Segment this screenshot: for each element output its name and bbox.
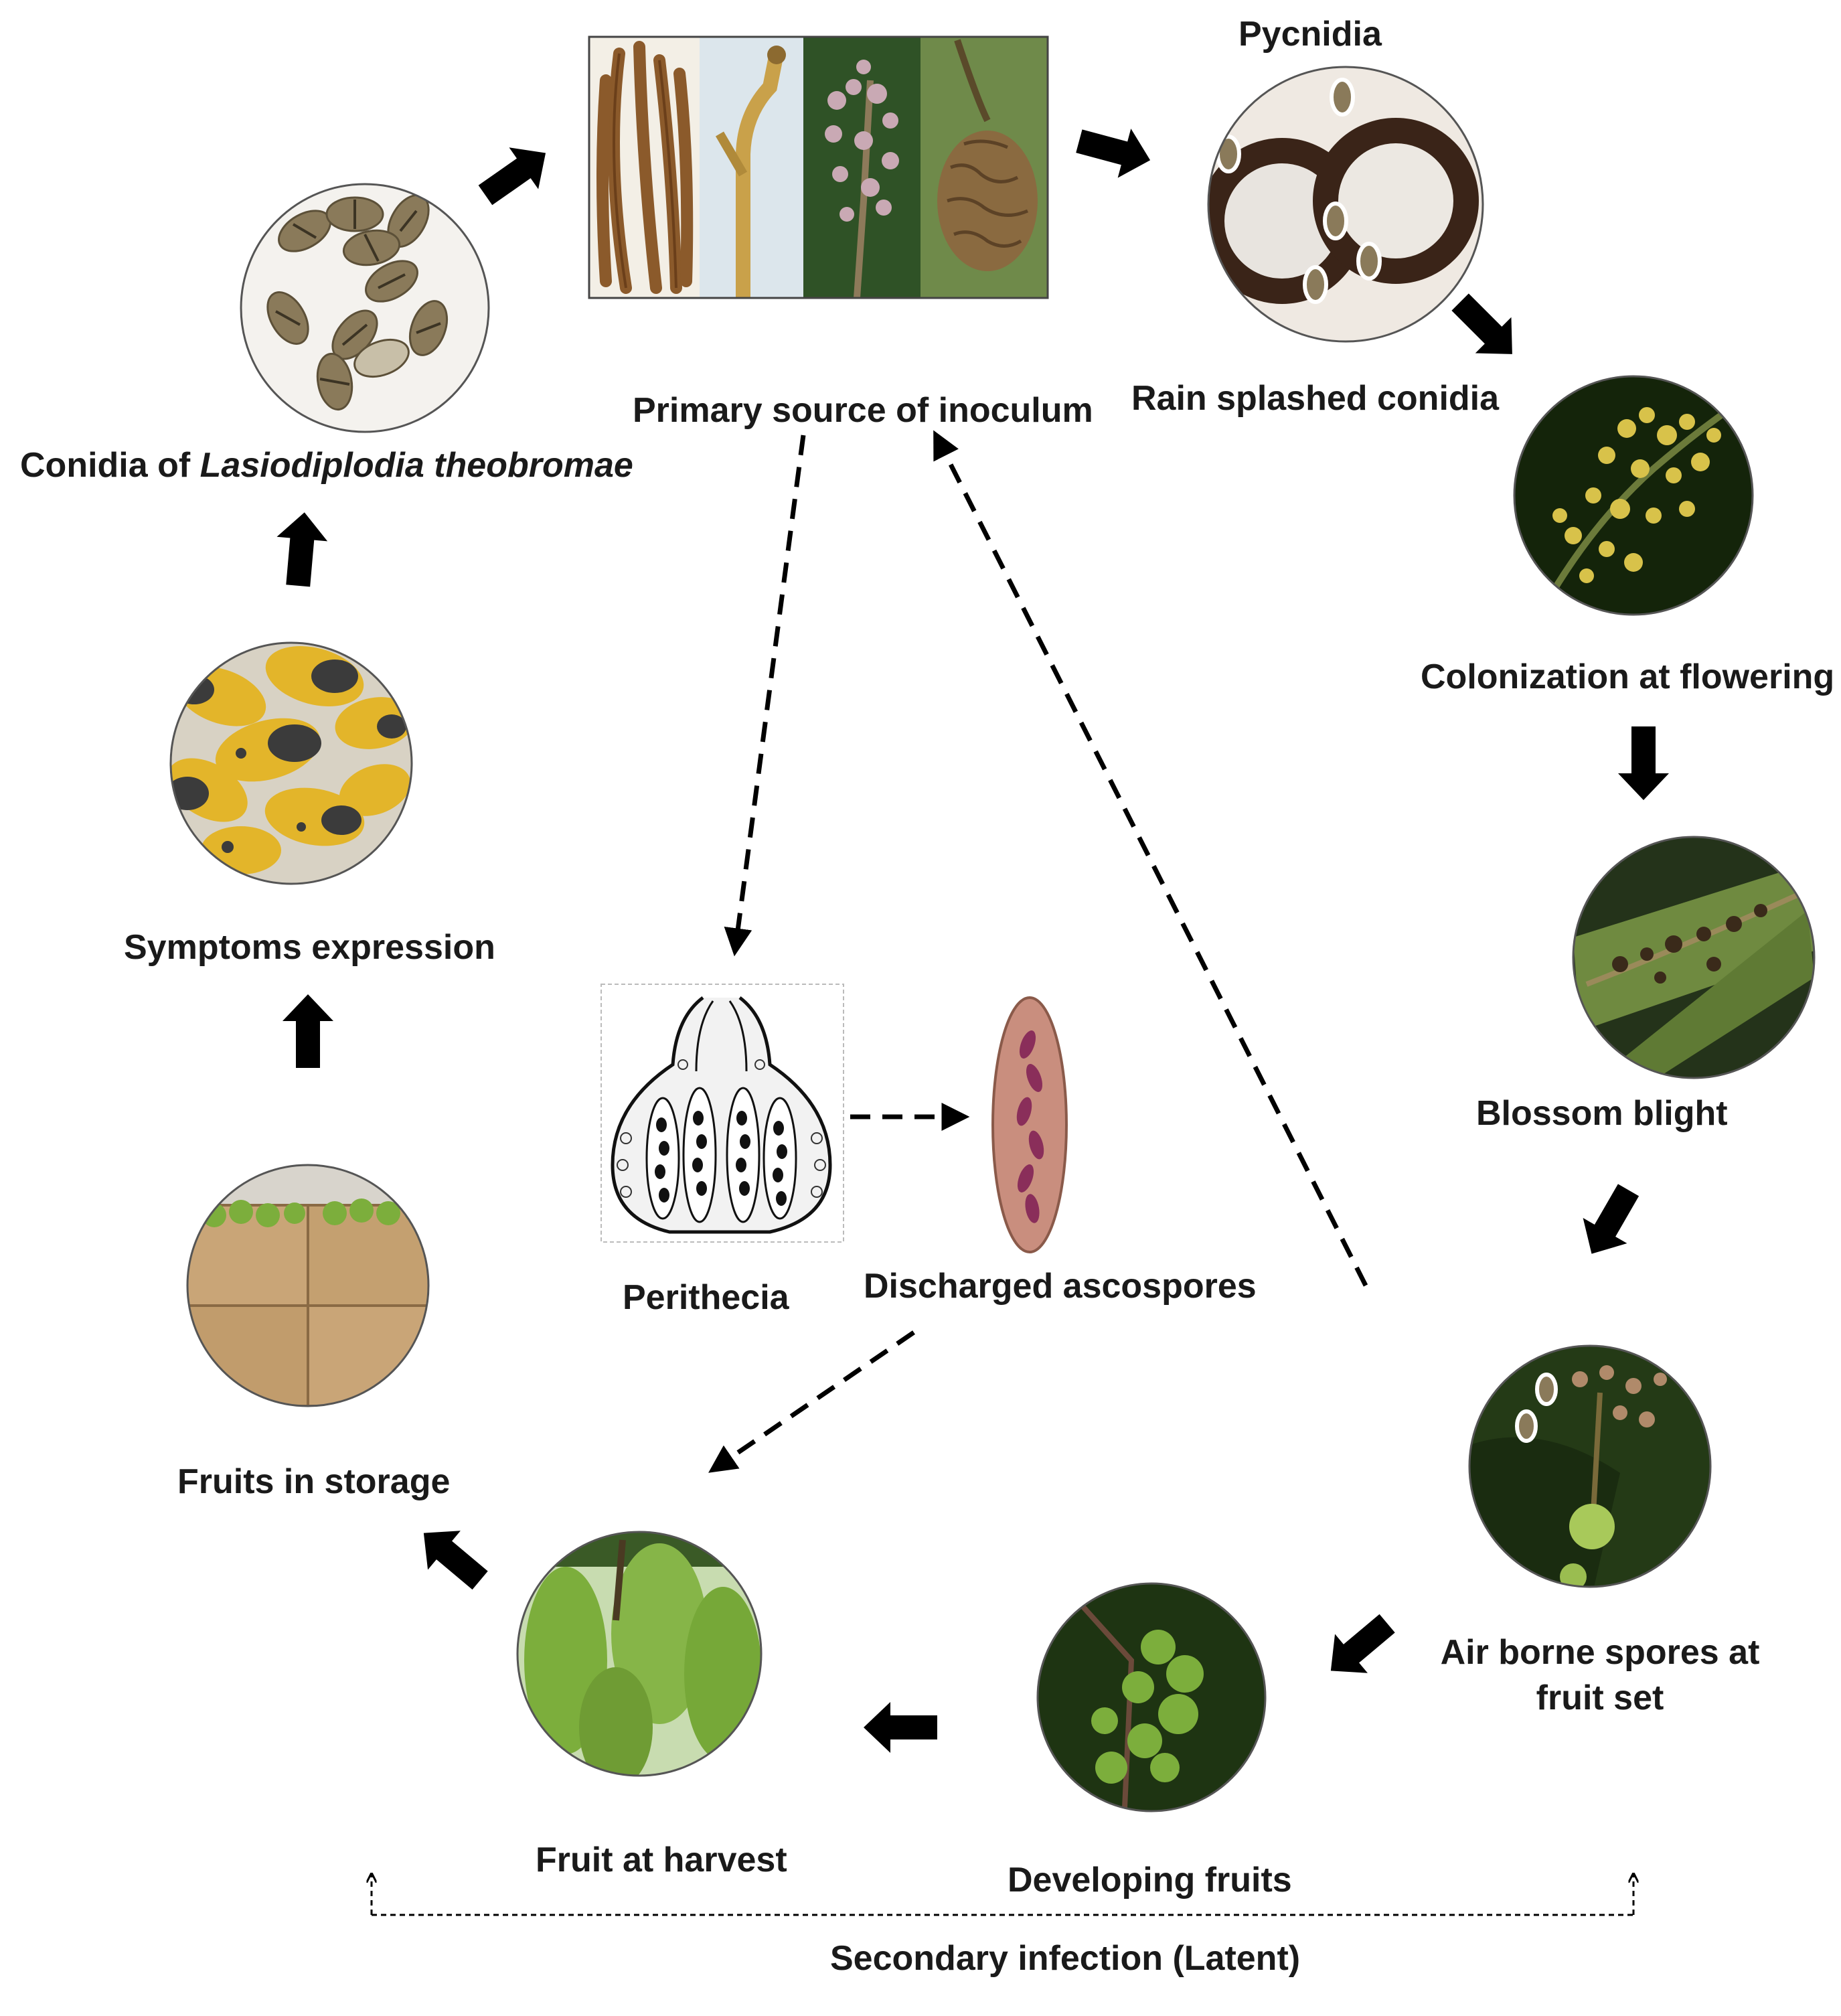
flowering-photo [1514, 376, 1753, 615]
label-pycnidia: Pycnidia [1238, 15, 1382, 54]
label-perithecia: Perithecia [623, 1278, 790, 1317]
label-primary-source: Primary source of inoculum [633, 391, 1093, 430]
label-fruits-storage: Fruits in storage [177, 1462, 450, 1501]
label-developing-fruits: Developing fruits [1008, 1861, 1292, 1899]
arrow-inoculum-to-pycnidia [1076, 129, 1151, 178]
dashed-arrow-inoculum-to-perithecia [724, 435, 806, 957]
label-secondary-infection: Secondary infection (Latent) [830, 1939, 1300, 1978]
perithecia-drawing [601, 984, 844, 1243]
arrow-developing-to-harvest [864, 1702, 937, 1753]
fruit-set-photo [1469, 1346, 1710, 1587]
label-rain-splashed: Rain splashed conidia [1131, 379, 1500, 418]
storage-boxes-photo [187, 1165, 428, 1406]
arrow-conidia-to-inoculum [478, 147, 546, 206]
label-fruit-harvest: Fruit at harvest [536, 1841, 787, 1879]
arrow-airborne-to-developing [1330, 1614, 1395, 1673]
cycle-arrows [276, 129, 1669, 1753]
label-discharged: Discharged ascospores [864, 1267, 1257, 1306]
dashed-arrow-ascospores-to-harvest [708, 1330, 915, 1473]
label-symptoms: Symptoms expression [124, 928, 495, 967]
symptomatic-mangoes-photo [171, 643, 412, 884]
developing-fruits-photo [1038, 1583, 1265, 1811]
blossom-blight-photo [1573, 837, 1814, 1078]
label-colonization: Colonization at flowering [1421, 657, 1834, 696]
primary-inoculum-photo [588, 35, 1049, 299]
dashed-arrows [708, 430, 1368, 1473]
pycnidia-micrograph [1208, 67, 1483, 341]
label-conidia: Conidia of Lasiodiplodia theobromae [20, 446, 633, 485]
arrow-colonization-to-blight [1618, 726, 1669, 800]
arrow-pycnidia-to-colonization [1451, 293, 1512, 354]
arrow-harvest-to-storage [423, 1531, 488, 1590]
label-blossom-blight: Blossom blight [1476, 1094, 1728, 1133]
ascospores-micrograph [993, 998, 1066, 1252]
conidia-micrograph [241, 184, 489, 432]
arrow-storage-to-symptoms [283, 994, 333, 1068]
arrow-blight-to-airborne [1583, 1184, 1639, 1254]
arrow-symptoms-to-conidia [276, 512, 328, 587]
secondary-infection-bracket [372, 1875, 1633, 1916]
